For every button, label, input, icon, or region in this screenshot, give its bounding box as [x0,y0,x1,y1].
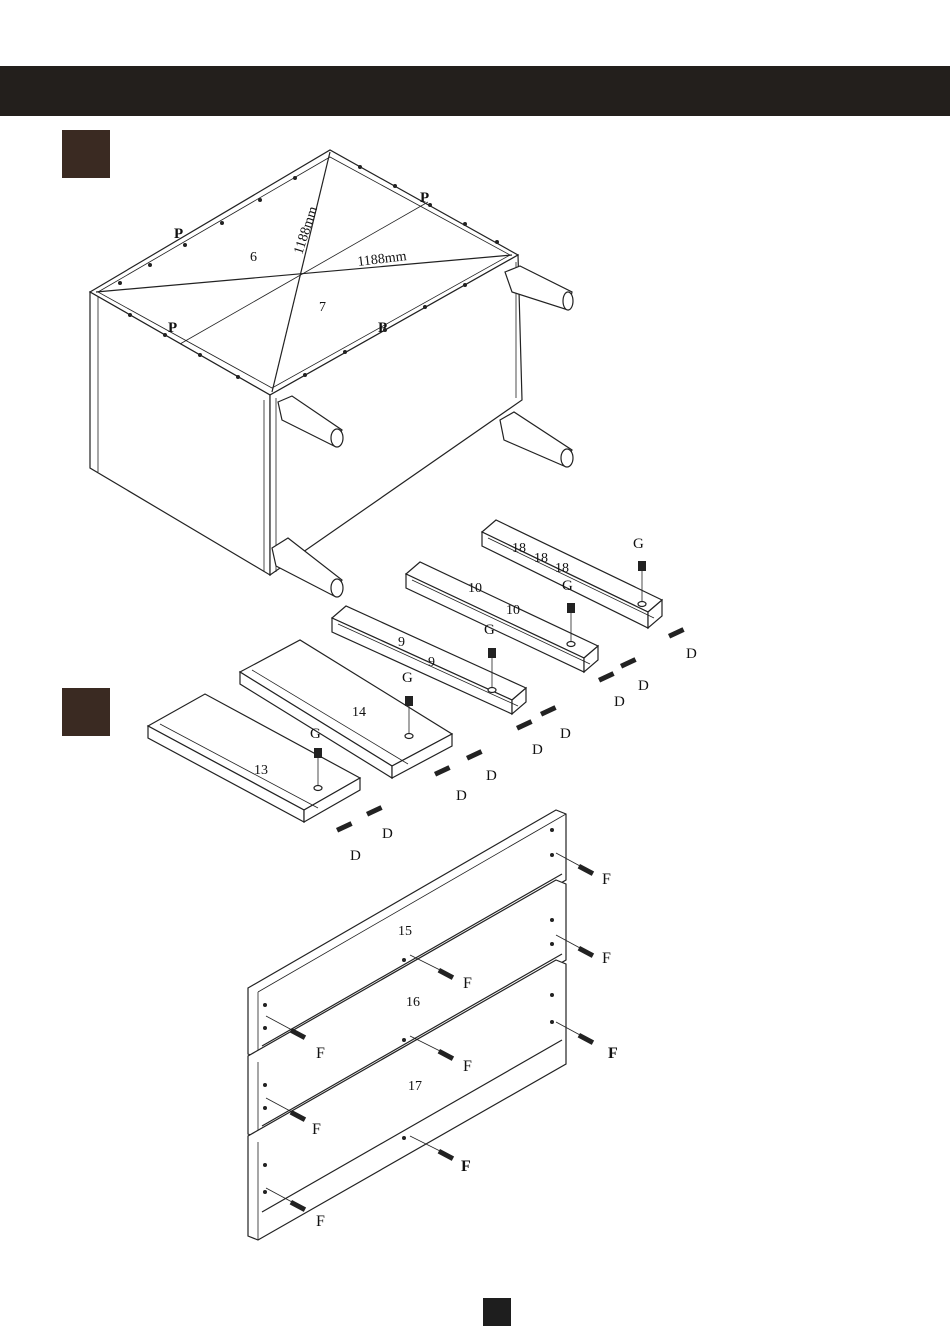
fastener-label-p: P [378,320,387,336]
dowel-label: D [486,768,497,784]
cam-lock-g [488,648,496,658]
fastener-label-p: P [168,320,177,336]
cam-lock-label: G [310,726,321,742]
rail-label: 13 [254,763,268,778]
cabinet-leg [500,412,573,467]
pin-label: F [463,1058,472,1075]
dowel-label: D [456,788,467,804]
dowel-d [434,765,451,776]
rail-label: 9 [428,655,435,670]
dowel-label: D [382,826,393,842]
cam-lock-g [405,696,413,706]
pin-label: F [602,871,611,888]
dowel-label: D [686,646,697,662]
dowel-d [466,749,483,760]
panel-label-6: 6 [250,250,257,265]
cam-lock-label: G [484,622,495,638]
pin-label: F [461,1158,471,1175]
dowel-d [516,719,533,730]
pin-label: F [312,1121,321,1138]
cam-lock-label: G [402,670,413,686]
rail-18: 18 18 18 G D [482,520,697,662]
back-panel-label: 17 [408,1079,422,1094]
pin-label: F [608,1045,618,1062]
dowel-d [336,821,353,832]
dowel-label: D [532,742,543,758]
dowel-label: D [614,694,625,710]
cam-lock-label: G [633,536,644,552]
dowel-d [598,671,615,682]
pin-label: F [463,975,472,992]
dowel-label: D [560,726,571,742]
panel-label-7: 7 [319,300,326,315]
rail-label: 18 [555,561,569,576]
rail-label: 10 [506,603,520,618]
rail-label: 18 [512,541,526,556]
cam-lock-g [314,748,322,758]
back-panel-label: 15 [398,924,412,939]
dowel-label: D [638,678,649,694]
rail-label: 10 [468,581,482,596]
rail-label: 9 [398,635,405,650]
back-panel-label: 16 [406,995,420,1010]
fastener-label-p: P [174,226,183,242]
cam-lock-g [638,561,646,571]
dowel-label: D [350,848,361,864]
rail-label: 14 [352,705,366,720]
dowel-d [620,657,637,668]
fastener-label-p: P [420,190,429,206]
back-panel-assembly: 15 16 17 F F F F F F F F F [248,810,618,1240]
dowel-d [540,705,557,716]
pin-label: F [316,1213,325,1230]
pin-label: F [316,1045,325,1062]
pin-label: F [602,950,611,967]
rail-label: 18 [534,551,548,566]
cam-lock-g [567,603,575,613]
cam-lock-label: G [562,578,573,594]
dowel-d [366,805,383,816]
dowel-d [668,627,685,638]
